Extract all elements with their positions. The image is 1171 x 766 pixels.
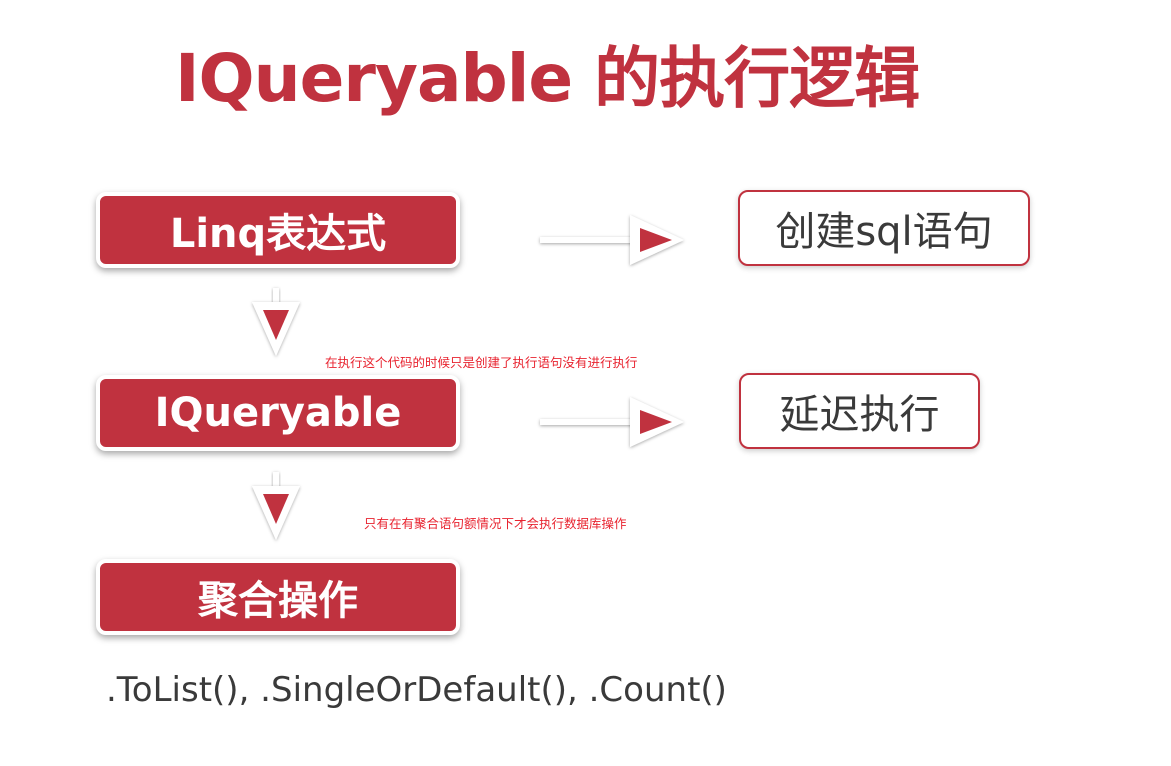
down-arrow-icon [248,472,304,542]
right-arrow-icon [536,215,686,265]
result-deferred-execution: 延迟执行 [739,373,980,449]
right-arrow-icon [536,397,686,447]
aggregate-methods-list: .ToList(), .SingleOrDefault(), .Count() [106,670,727,710]
annotation-aggregate-note: 只有在有聚合语句额情况下才会执行数据库操作 [364,516,627,531]
annotation-deferred-note: 在执行这个代码的时候只是创建了执行语句没有进行执行 [325,355,638,370]
result-create-sql: 创建sql语句 [738,190,1030,266]
step-linq-expression: Linq表达式 [96,192,460,268]
slide-title: IQueryable 的执行逻辑 [175,40,920,117]
step-iqueryable: IQueryable [96,375,460,451]
step-aggregate-operation: 聚合操作 [96,559,460,635]
down-arrow-icon [248,288,304,358]
